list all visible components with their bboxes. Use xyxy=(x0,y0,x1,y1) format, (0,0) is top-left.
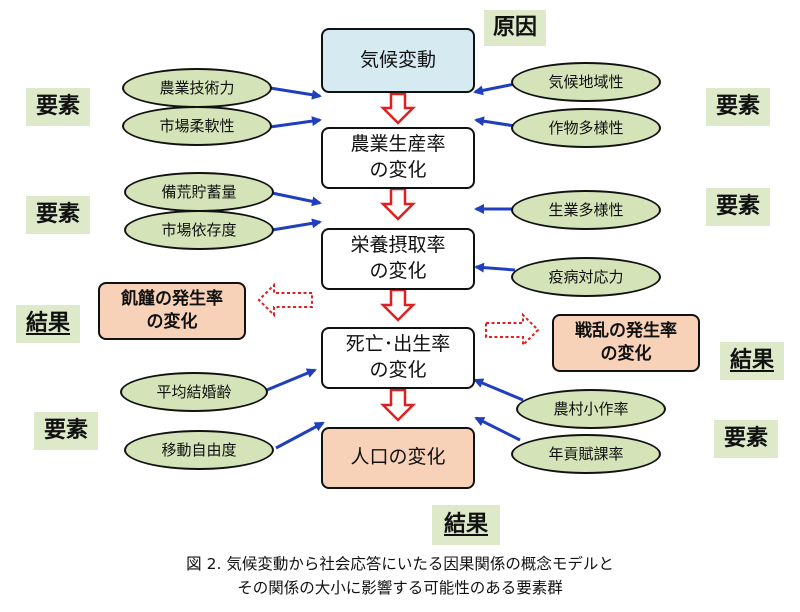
arrow-mobility xyxy=(275,421,325,450)
caption-line-2: その関係の大小に影響する可能性のある要素群 xyxy=(237,579,563,597)
factor-livelihood-diversity: 生業多様性 xyxy=(511,190,661,230)
factor-agri-tech: 農業技術力 xyxy=(122,68,272,108)
down-arrow-4 xyxy=(379,388,417,422)
element-tag-right-1: 要素 xyxy=(706,88,770,126)
arrow-market-dependency xyxy=(271,218,322,232)
result-tag-bottom: 結果 xyxy=(432,505,500,545)
agri-production-box: 農業生産率 の変化 xyxy=(321,127,475,189)
element-tag-left-1: 要素 xyxy=(26,88,90,126)
dotted-arrow-famine xyxy=(257,282,313,318)
factor-epidemic-response: 疫病対応力 xyxy=(511,257,661,297)
result-tag-left: 結果 xyxy=(16,305,80,343)
cause-label: 原因 xyxy=(484,10,546,46)
element-tag-left-3: 要素 xyxy=(34,412,98,450)
factor-tax-rate: 年貢賦課率 xyxy=(511,434,661,474)
arrow-reserves xyxy=(271,191,322,207)
result-tag-left-text: 結果 xyxy=(25,311,70,337)
factor-marriage-age: 平均結婚齢 xyxy=(120,372,268,412)
war-rate-box: 戦乱の発生率 の変化 xyxy=(552,314,700,372)
arrow-epidemic-response xyxy=(474,262,516,273)
nutrition-intake-box: 栄養摂取率 の変化 xyxy=(321,228,475,290)
caption-line-1: 図 2. 気候変動から社会応答にいたる因果関係の概念モデルと xyxy=(186,555,614,573)
climate-change-box: 気候変動 xyxy=(321,28,475,93)
arrow-tenancy-rate xyxy=(473,378,524,402)
element-tag-right-3: 要素 xyxy=(714,420,778,458)
element-tag-right-2: 要素 xyxy=(706,188,770,226)
dotted-arrow-war xyxy=(485,312,540,348)
arrow-crop-diversity xyxy=(474,116,516,128)
result-tag-right: 結果 xyxy=(720,342,784,380)
down-arrow-1 xyxy=(379,92,417,125)
factor-market-dependency: 市場依存度 xyxy=(124,210,274,250)
mortality-birth-box: 死亡･出生率 の変化 xyxy=(321,327,475,389)
arrow-marriage-age xyxy=(261,368,317,394)
famine-rate-box: 飢饉の発生率 の変化 xyxy=(98,282,246,340)
factor-market-flex: 市場柔軟性 xyxy=(122,106,272,146)
factor-reserves: 備荒貯蓄量 xyxy=(124,172,274,212)
factor-tenancy-rate: 農村小作率 xyxy=(516,389,666,429)
arrow-agri-tech xyxy=(269,86,322,100)
factor-regional-climate: 気候地域性 xyxy=(511,62,661,102)
arrow-market-flex xyxy=(269,116,322,129)
down-arrow-3 xyxy=(379,288,417,322)
result-tag-right-text: 結果 xyxy=(729,348,774,374)
factor-mobility: 移動自由度 xyxy=(124,430,274,470)
factor-crop-diversity: 作物多様性 xyxy=(511,108,661,148)
result-tag-bottom-text: 結果 xyxy=(443,512,488,538)
down-arrow-2 xyxy=(379,187,417,221)
arrow-tax-rate xyxy=(474,416,521,442)
population-change-box: 人口の変化 xyxy=(321,427,475,489)
element-tag-left-2: 要素 xyxy=(26,196,90,234)
